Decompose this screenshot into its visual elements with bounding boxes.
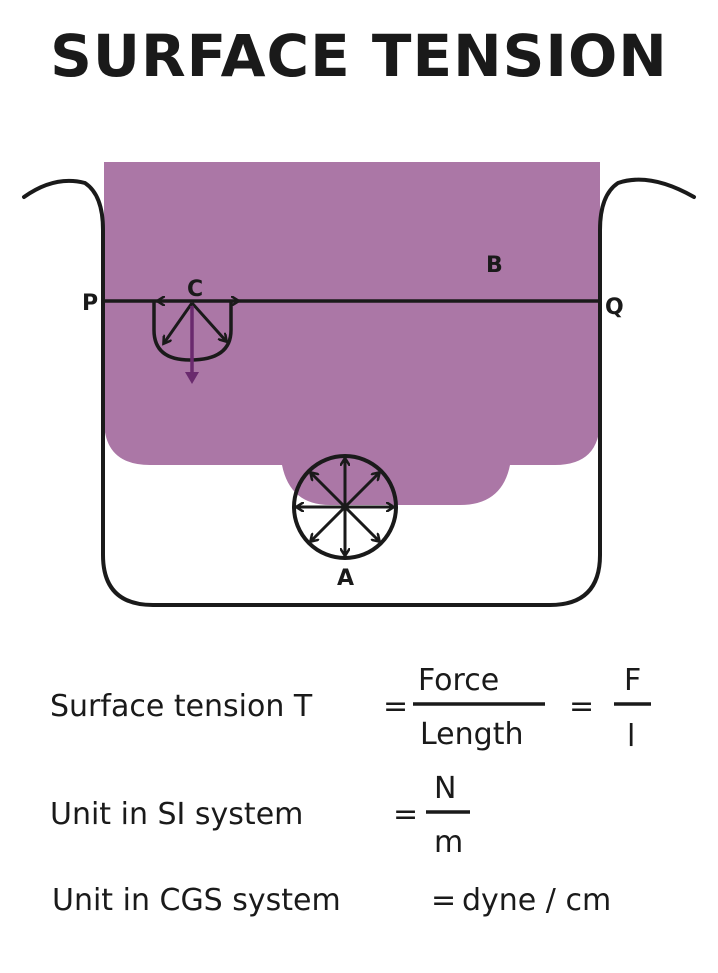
molecule-c-arrows [158, 301, 238, 343]
molecule-c-boundary [152, 301, 233, 362]
formula-cgs-value: dyne / cm [462, 883, 611, 918]
liquid-region [104, 162, 600, 505]
molecule-a-arrows [297, 459, 393, 555]
formula-denominator-l: l [627, 719, 635, 754]
label-b: B [486, 253, 503, 278]
label-q: Q [605, 295, 624, 320]
formula-denominator-length: Length [420, 717, 523, 752]
formula-si-lhs: Unit in SI system [50, 797, 303, 832]
formula-denominator-m: m [434, 825, 463, 860]
formula-equals-2: = [569, 689, 594, 724]
formula-equals-1: = [383, 689, 408, 724]
formula-cgs-lhs: Unit in CGS system [52, 883, 341, 918]
formula-equals-4: = [431, 883, 456, 918]
page-title: SURFACE TENSION [50, 22, 668, 90]
label-p: P [82, 291, 98, 316]
beaker-outline [22, 177, 696, 607]
formula-equals-3: = [393, 797, 418, 832]
formula-surface-tension-lhs: Surface tension T [50, 689, 313, 724]
formula-numerator-f: F [624, 663, 641, 698]
label-a: A [337, 566, 354, 591]
label-c: C [187, 277, 203, 302]
formula-numerator-force: Force [418, 663, 499, 698]
formula-numerator-n: N [434, 771, 456, 806]
